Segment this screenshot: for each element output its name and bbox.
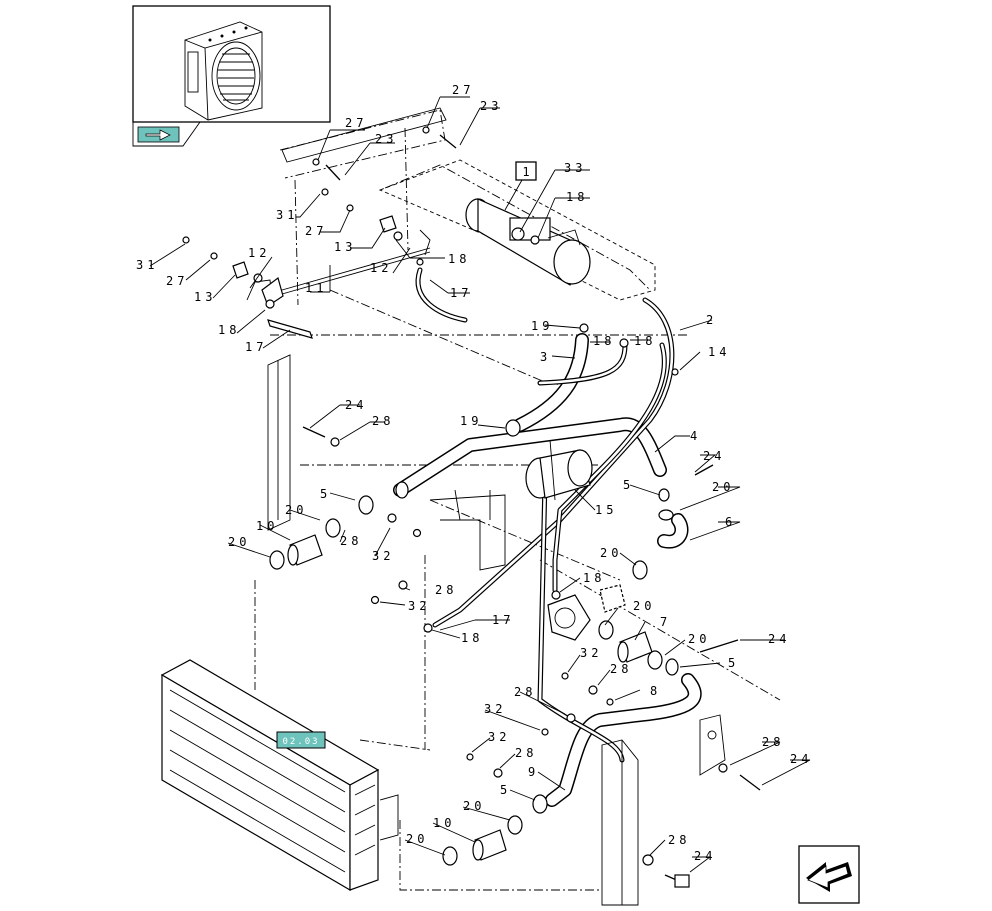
item-box: 1 [504,161,537,211]
callout-20: 20 [688,632,710,646]
callout-28: 28 [668,833,690,847]
callout-28: 28 [340,534,362,548]
callout-24: 24 [694,849,716,863]
expansion-tank [378,159,656,301]
thermostat-housing [525,439,593,501]
callout-labels: 27 23 27 23 33 18 31 27 13 12 18 31 27 1… [136,83,812,863]
vent-hose-upper [415,267,468,323]
callout-27: 27 [166,274,188,288]
callout-5: 5 [623,478,634,492]
callout-13: 13 [334,240,356,254]
callout-20: 20 [228,535,250,549]
frame-outline [254,109,781,891]
upper-mounting-plate [281,107,447,163]
callout-18: 18 [593,334,615,348]
callout-2: 2 [706,313,717,327]
callout-18: 18 [448,252,470,266]
callout-28: 28 [435,583,457,597]
callout-32: 32 [408,599,430,613]
callout-27: 27 [345,116,367,130]
callout-5: 5 [728,656,739,670]
reference-tag-badge[interactable]: 02.03 [276,731,326,749]
callout-leaders [149,96,811,873]
radiator-thumbnail-image [184,21,263,121]
callout-32: 32 [372,549,394,563]
callout-12: 12 [248,246,270,260]
pump-housing [547,584,626,641]
callout-9: 9 [528,765,539,779]
reference-tag-text: 02.03 [282,737,319,747]
callout-6: 6 [725,515,736,529]
callout-13: 13 [194,290,216,304]
left-support-bracket [267,354,506,571]
lower-support-bracket [601,714,726,906]
callout-7: 7 [660,615,671,629]
callout-4: 4 [690,429,701,443]
callout-20: 20 [600,546,622,560]
callout-31: 31 [136,258,158,272]
callout-24: 24 [790,752,812,766]
callout-17: 17 [492,613,514,627]
callout-18: 18 [461,631,483,645]
callout-20: 20 [463,799,485,813]
thumbnail-panel [132,5,331,147]
callout-10: 10 [433,816,455,830]
callout-11: 11 [305,281,327,295]
callout-32: 32 [484,702,506,716]
callout-18: 18 [566,190,588,204]
callout-32: 32 [488,730,510,744]
callout-28: 28 [514,685,536,699]
callout-15: 15 [595,503,617,517]
callout-17: 17 [450,286,472,300]
tie-rod-assembly [246,229,431,339]
callout-28: 28 [762,735,784,749]
radiator-core: 02.03 [160,659,399,892]
callout-18: 18 [583,571,605,585]
callout-17: 17 [245,340,267,354]
callout-5: 5 [320,487,331,501]
callout-20: 20 [285,503,307,517]
callout-23: 23 [375,132,397,146]
callout-10: 10 [256,519,278,533]
navigate-previous-icon[interactable] [137,126,180,143]
callout-31: 31 [276,208,298,222]
callout-20: 20 [712,480,734,494]
callout-28: 28 [515,746,537,760]
callout-24: 24 [345,398,367,412]
callout-27: 27 [452,83,474,97]
item-box-number: 1 [522,165,529,179]
callout-18: 18 [634,334,656,348]
callout-3: 3 [540,350,551,364]
navigate-next-icon[interactable] [798,845,860,904]
callout-28: 28 [610,662,632,676]
callout-18: 18 [218,323,240,337]
callout-33: 33 [564,161,586,175]
callout-24: 24 [703,449,725,463]
callout-27: 27 [305,224,327,238]
callout-23: 23 [480,99,502,113]
callout-20: 20 [406,832,428,846]
callout-19: 19 [460,414,482,428]
steel-lines [432,297,675,763]
callout-20: 20 [633,599,655,613]
callout-19: 19 [531,319,553,333]
callout-28: 28 [372,414,394,428]
callout-24: 24 [768,632,790,646]
callout-14: 14 [708,345,730,359]
hose-clamps-and-fasteners [182,126,761,888]
callout-5: 5 [500,783,511,797]
callout-12: 12 [370,261,392,275]
callout-8: 8 [650,684,661,698]
callout-32: 32 [580,646,602,660]
